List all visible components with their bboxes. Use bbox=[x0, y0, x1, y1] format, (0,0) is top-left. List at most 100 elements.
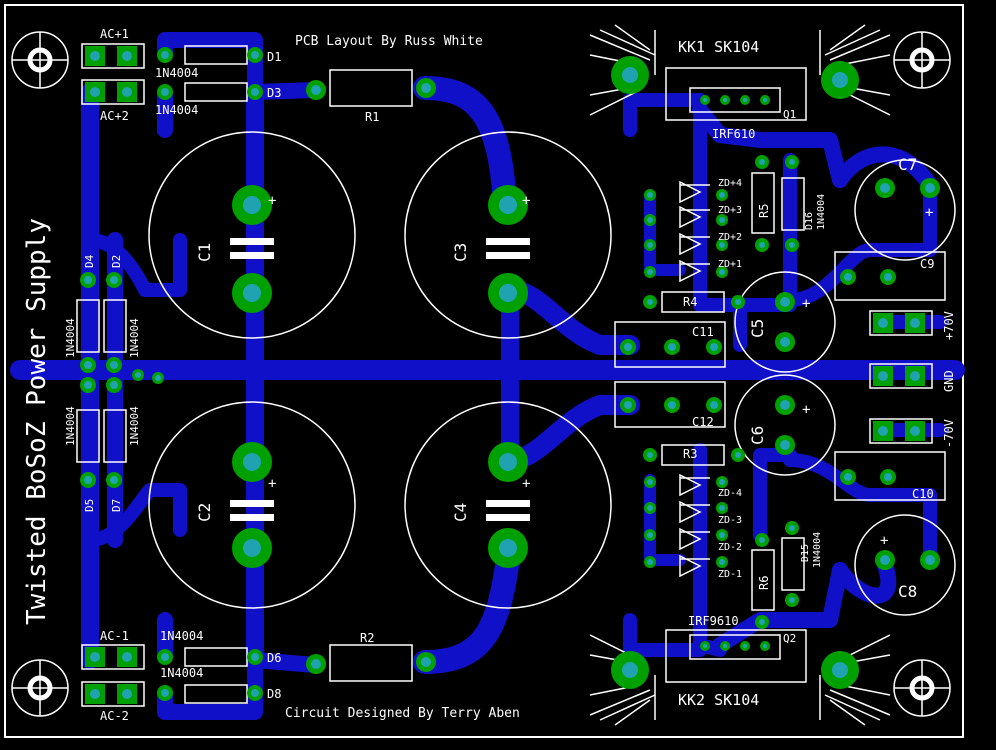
pad-hole bbox=[647, 269, 653, 275]
pad-hole bbox=[311, 85, 321, 95]
label-c1: C1 bbox=[195, 243, 214, 262]
pad-hole bbox=[647, 532, 653, 538]
pad-hole bbox=[647, 217, 653, 223]
terminal-block bbox=[81, 79, 145, 105]
c5-outline bbox=[734, 271, 836, 373]
label-zd-m2: ZD-2 bbox=[718, 542, 742, 553]
r3-outline bbox=[661, 444, 725, 466]
c7-outline bbox=[854, 159, 956, 261]
silkscreen bbox=[11, 24, 956, 726]
label-d15-type: 1N4004 bbox=[812, 532, 823, 568]
pad-hole bbox=[759, 159, 765, 165]
label-d2-type: 1N4004 bbox=[128, 318, 141, 358]
pad-hole bbox=[780, 337, 790, 347]
d5-outline bbox=[76, 409, 100, 463]
pad-hole bbox=[647, 299, 653, 305]
c11-outline bbox=[614, 321, 726, 368]
d6-outline bbox=[184, 647, 248, 667]
pad-hole bbox=[710, 401, 718, 409]
label-c6: C6 bbox=[748, 426, 767, 445]
pad-hole bbox=[251, 653, 259, 661]
r2-outline bbox=[329, 644, 413, 682]
pad-hole bbox=[84, 476, 92, 484]
terminal-block bbox=[81, 644, 145, 670]
label-ac-m1: AC-1 bbox=[100, 629, 129, 643]
pad-hole bbox=[723, 98, 727, 102]
pad-hole bbox=[925, 555, 935, 565]
label-d3: D3 bbox=[267, 86, 281, 100]
pad-hole bbox=[735, 299, 741, 305]
d2-outline bbox=[103, 299, 127, 353]
label-kk1: KK1 SK104 bbox=[678, 38, 759, 56]
pad-hole bbox=[135, 372, 141, 378]
pad-hole bbox=[723, 644, 727, 648]
title-bottom: Circuit Designed By Terry Aben bbox=[285, 706, 520, 721]
r1-outline bbox=[329, 69, 413, 107]
pad-hole bbox=[243, 284, 261, 302]
pad-hole bbox=[624, 401, 632, 409]
label-zd-p1: ZD+1 bbox=[718, 259, 742, 270]
pad-hole bbox=[90, 689, 100, 699]
pad-hole bbox=[832, 662, 848, 678]
pad-hole bbox=[647, 242, 653, 248]
pad-hole bbox=[910, 318, 920, 328]
pad-hole bbox=[122, 87, 132, 97]
pad-hole bbox=[703, 98, 707, 102]
q2-outline bbox=[689, 634, 781, 660]
label-d5-type: 1N4004 bbox=[64, 406, 77, 446]
pad-hole bbox=[763, 98, 767, 102]
label-d5: D5 bbox=[83, 499, 96, 512]
label-c2: C2 bbox=[195, 503, 214, 522]
label-irf9610: IRF9610 bbox=[688, 614, 739, 628]
c2-outline bbox=[148, 401, 356, 609]
label-ac-p2: AC+2 bbox=[100, 109, 129, 123]
pad-hole bbox=[622, 67, 638, 83]
kk1-box bbox=[665, 67, 807, 121]
c8-outline bbox=[854, 514, 956, 616]
pad-hole bbox=[84, 381, 92, 389]
label-q1: Q1 bbox=[783, 108, 796, 121]
d16-outline bbox=[781, 177, 805, 231]
pad-hole bbox=[743, 644, 747, 648]
pad-hole bbox=[925, 183, 935, 193]
pad-hole bbox=[719, 217, 725, 223]
zd-top-group bbox=[679, 180, 710, 283]
label-d1-type: 1N4004 bbox=[155, 66, 198, 80]
pad-hole bbox=[719, 532, 725, 538]
cap-plates bbox=[230, 238, 530, 521]
pad-hole bbox=[719, 242, 725, 248]
label-c4: C4 bbox=[451, 503, 470, 522]
label-c7: C7 bbox=[898, 155, 917, 174]
c9-outline bbox=[834, 251, 946, 301]
pad-hole bbox=[499, 196, 517, 214]
label-gnd: GND bbox=[942, 370, 956, 392]
pad-hole bbox=[780, 297, 790, 307]
pad-hole bbox=[789, 159, 795, 165]
pad-hole bbox=[880, 183, 890, 193]
pad-hole bbox=[844, 273, 852, 281]
c6-outline bbox=[734, 374, 836, 476]
pad-hole bbox=[878, 371, 888, 381]
pad-hole bbox=[90, 87, 100, 97]
label-r6: R6 bbox=[757, 576, 771, 590]
pad-hole bbox=[110, 381, 118, 389]
pad-hole bbox=[421, 83, 431, 93]
pad-hole bbox=[251, 689, 259, 697]
pad-hole bbox=[155, 375, 161, 381]
polarity-c4: + bbox=[522, 476, 530, 492]
pad-hole bbox=[647, 505, 653, 511]
r6-outline bbox=[751, 549, 775, 611]
mounting-holes bbox=[11, 31, 951, 717]
r4-outline bbox=[661, 291, 725, 313]
label-r4: R4 bbox=[683, 295, 697, 309]
pad-hole bbox=[910, 426, 920, 436]
pad-hole bbox=[647, 452, 653, 458]
pad-hole bbox=[251, 88, 259, 96]
label-plus70: +70V bbox=[942, 311, 956, 340]
label-d6: D6 bbox=[267, 651, 281, 665]
pad-hole bbox=[878, 426, 888, 436]
polarity-c1: + bbox=[268, 193, 276, 209]
pad-hole bbox=[884, 473, 892, 481]
pad-hole bbox=[647, 479, 653, 485]
